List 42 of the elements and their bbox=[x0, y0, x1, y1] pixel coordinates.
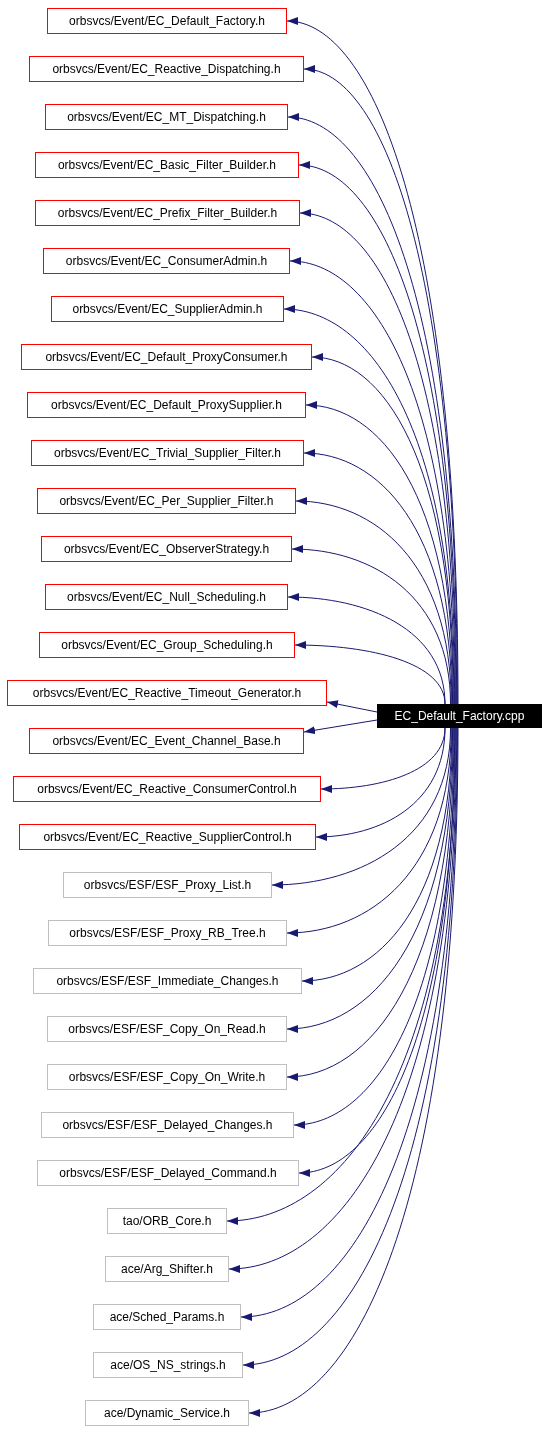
header-file-node: orbsvcs/ESF/ESF_Copy_On_Read.h bbox=[47, 1016, 287, 1042]
header-file-node: orbsvcs/ESF/ESF_Copy_On_Write.h bbox=[47, 1064, 287, 1090]
dependency-arrow bbox=[326, 700, 378, 713]
header-file-node: orbsvcs/Event/EC_ObserverStrategy.h bbox=[41, 536, 292, 562]
header-file-node: orbsvcs/Event/EC_MT_Dispatching.h bbox=[45, 104, 288, 130]
header-file-node: orbsvcs/Event/EC_Per_Supplier_Filter.h bbox=[37, 488, 296, 514]
header-file-node: orbsvcs/Event/EC_ConsumerAdmin.h bbox=[43, 248, 290, 274]
header-file-node: orbsvcs/Event/EC_Default_ProxyConsumer.h bbox=[21, 344, 312, 370]
header-file-node: orbsvcs/ESF/ESF_Proxy_List.h bbox=[63, 872, 272, 898]
header-file-node: orbsvcs/Event/EC_Reactive_SupplierControl.h bbox=[19, 824, 316, 850]
dependency-arrow bbox=[315, 727, 446, 841]
header-file-node: orbsvcs/Event/EC_Default_Factory.h bbox=[47, 8, 287, 34]
dependency-arrow bbox=[271, 727, 452, 889]
header-file-node: tao/ORB_Core.h bbox=[107, 1208, 227, 1234]
dependency-arrow bbox=[305, 402, 454, 705]
dependency-arrow bbox=[303, 67, 458, 705]
dependency-arrow bbox=[294, 641, 446, 705]
header-file-node: ace/Sched_Params.h bbox=[93, 1304, 241, 1330]
header-file-node: orbsvcs/Event/EC_Basic_Filter_Builder.h bbox=[35, 152, 299, 178]
header-file-node: orbsvcs/Event/EC_Event_Channel_Base.h bbox=[29, 728, 304, 754]
header-file-node: ace/Arg_Shifter.h bbox=[105, 1256, 229, 1282]
dependency-arrow bbox=[301, 727, 453, 985]
header-file-node: orbsvcs/Event/EC_SupplierAdmin.h bbox=[51, 296, 284, 322]
source-file-node: EC_Default_Factory.cpp bbox=[377, 704, 542, 728]
dependency-arrow bbox=[295, 497, 452, 705]
header-file-node: orbsvcs/Event/EC_Default_ProxySupplier.h bbox=[27, 392, 306, 418]
header-file-node: orbsvcs/ESF/ESF_Immediate_Changes.h bbox=[33, 968, 302, 994]
dependency-arrow bbox=[303, 719, 378, 735]
header-file-node: orbsvcs/Event/EC_Null_Scheduling.h bbox=[45, 584, 288, 610]
header-file-node: orbsvcs/Event/EC_Reactive_Dispatching.h bbox=[29, 56, 304, 82]
header-file-node: orbsvcs/ESF/ESF_Delayed_Changes.h bbox=[41, 1112, 294, 1138]
header-file-node: orbsvcs/Event/EC_Prefix_Filter_Builder.h bbox=[35, 200, 300, 226]
header-file-node: orbsvcs/Event/EC_Reactive_Timeout_Generator.h bbox=[7, 680, 327, 706]
header-file-node: orbsvcs/ESF/ESF_Delayed_Command.h bbox=[37, 1160, 299, 1186]
header-file-node: orbsvcs/ESF/ESF_Proxy_RB_Tree.h bbox=[48, 920, 287, 946]
header-file-node: orbsvcs/Event/EC_Group_Scheduling.h bbox=[39, 632, 295, 658]
dependency-arrow bbox=[311, 354, 454, 705]
header-file-node: ace/OS_NS_strings.h bbox=[93, 1352, 243, 1378]
header-file-node: ace/Dynamic_Service.h bbox=[85, 1400, 249, 1426]
header-file-node: orbsvcs/Event/EC_Reactive_ConsumerControl.h bbox=[13, 776, 321, 802]
header-file-node: orbsvcs/Event/EC_Trivial_Supplier_Filter.h bbox=[31, 440, 304, 466]
dependency-arrow bbox=[291, 545, 452, 705]
